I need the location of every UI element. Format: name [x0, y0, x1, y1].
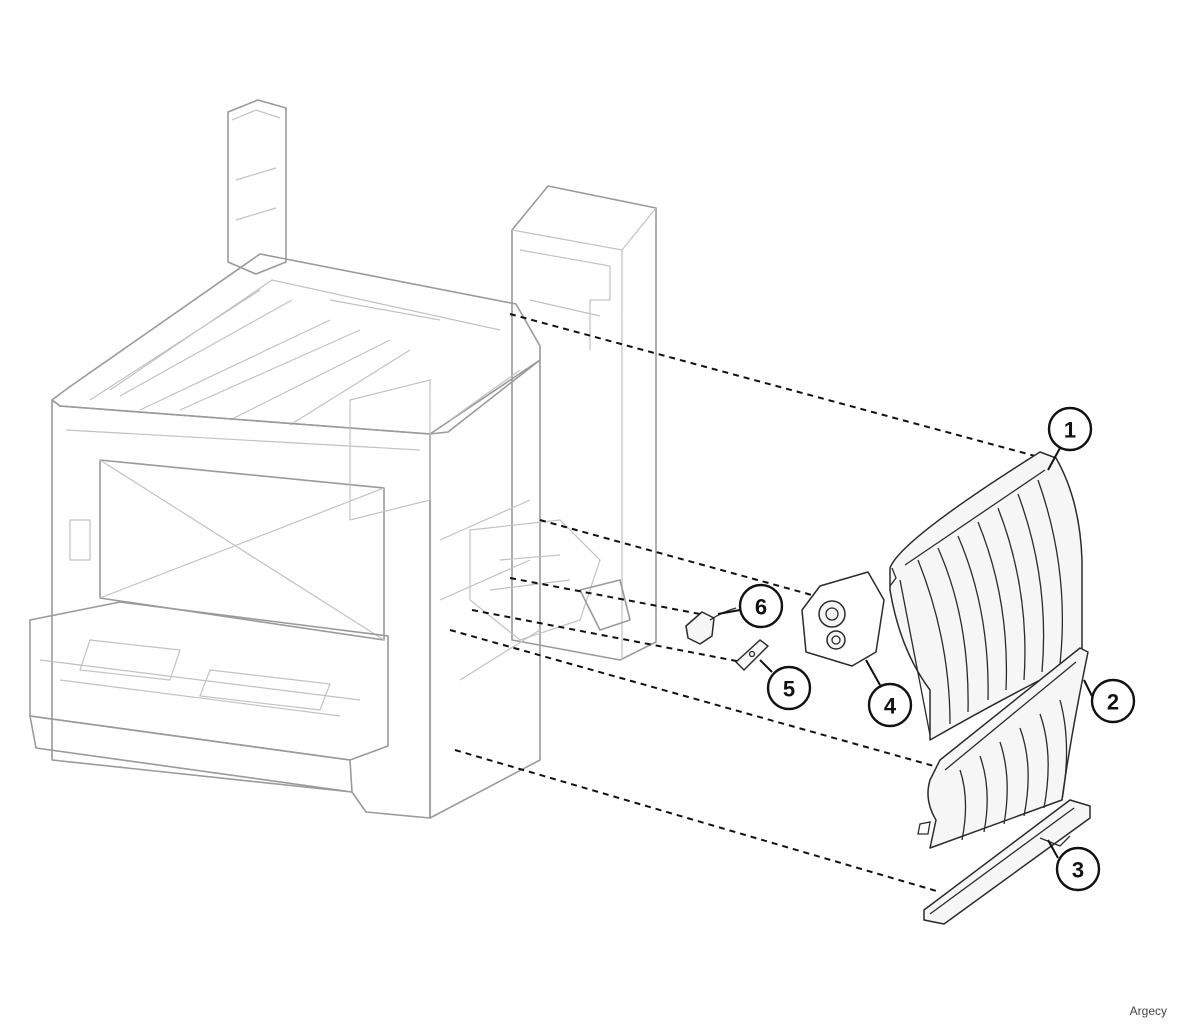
watermark-text: Argecy	[1129, 1004, 1167, 1018]
svg-text:3: 3	[1072, 858, 1084, 883]
part-3-bracket	[923, 799, 1091, 925]
part-6-sensor	[685, 607, 737, 645]
svg-text:6: 6	[755, 595, 767, 620]
callout-1: 1	[1047, 406, 1093, 471]
callout-4: 4	[865, 659, 913, 728]
leader-lines	[449, 313, 1051, 893]
svg-text:5: 5	[783, 677, 795, 702]
svg-text:1: 1	[1064, 418, 1076, 443]
callout-5: 5	[759, 659, 812, 711]
part-4-gear-assembly	[801, 571, 885, 667]
printer-chassis	[29, 99, 657, 819]
part-2-lower-guide	[917, 647, 1089, 849]
part-5-small-bracket	[735, 639, 769, 671]
svg-text:4: 4	[884, 694, 897, 719]
callout-2: 2	[1083, 678, 1136, 724]
callout-3: 3	[1047, 839, 1101, 892]
svg-text:2: 2	[1107, 690, 1119, 715]
callout-6: 6	[717, 583, 784, 629]
